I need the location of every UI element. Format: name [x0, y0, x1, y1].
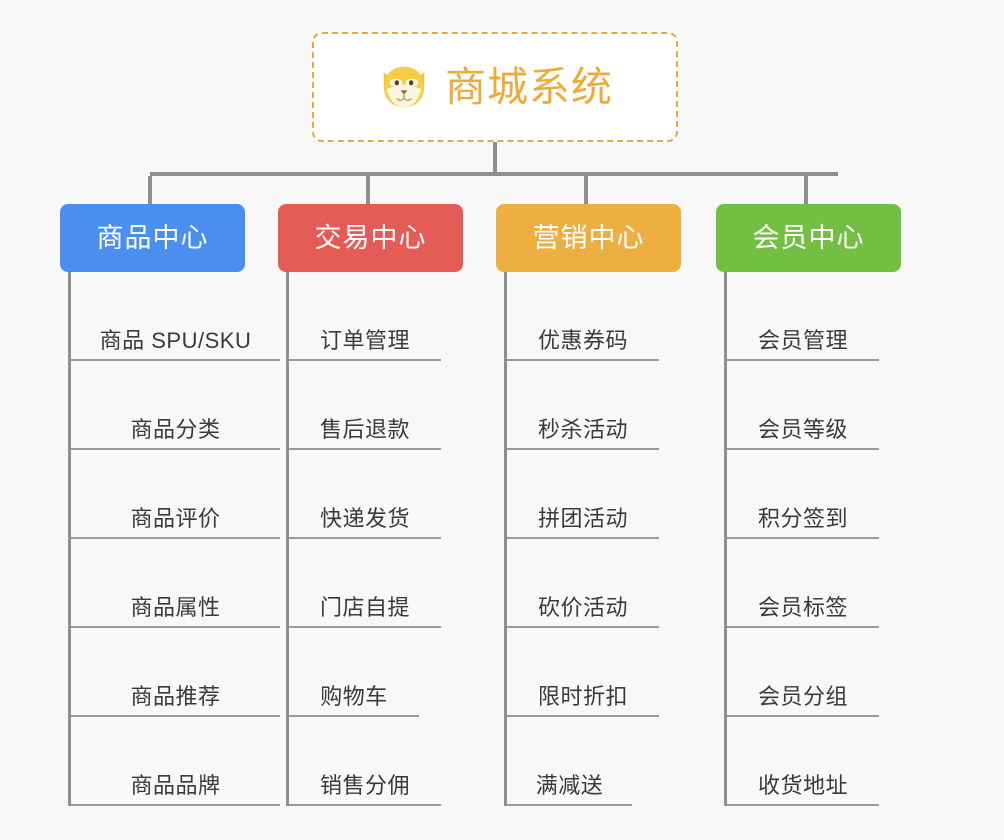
leaf-item[interactable]: 快递发货: [289, 450, 441, 539]
leaf-item[interactable]: 订单管理: [289, 272, 441, 361]
leaf-item[interactable]: 会员等级: [727, 361, 879, 450]
leaf-label: 购物车: [320, 683, 388, 709]
leaf-label: 满减送: [535, 772, 604, 798]
leaf-item[interactable]: 秒杀活动: [507, 361, 659, 450]
leaf-item[interactable]: 售后退款: [289, 361, 441, 450]
leaf-label: 商品属性: [130, 594, 221, 620]
leaf-label: 商品分类: [130, 416, 221, 442]
leaf-list-member-center: 会员管理 会员等级 积分签到 会员标签 会员分组 收货地址: [724, 272, 879, 806]
leaf-label: 秒杀活动: [537, 416, 628, 442]
leaf-item[interactable]: 拼团活动: [507, 450, 659, 539]
leaf-label: 售后退款: [319, 416, 410, 442]
leaf-label: 快递发货: [319, 505, 410, 531]
category-header-marketing-center[interactable]: 营销中心: [496, 204, 681, 272]
leaf-item[interactable]: 优惠券码: [507, 272, 659, 361]
leaf-item[interactable]: 会员分组: [727, 628, 879, 717]
leaf-item[interactable]: 商品分类: [71, 361, 280, 450]
leaf-item[interactable]: 会员标签: [727, 539, 879, 628]
leaf-list-product-center: 商品 SPU/SKU 商品分类 商品评价 商品属性 商品推荐 商品品牌: [68, 272, 280, 806]
leaf-item[interactable]: 商品属性: [71, 539, 280, 628]
root-node-title: 商城系统: [445, 63, 613, 110]
connector-horizontal-bus: [150, 172, 838, 176]
category-label: 商品中心: [96, 222, 209, 253]
leaf-item[interactable]: 收货地址: [727, 717, 879, 806]
connector-drop-3: [584, 176, 588, 206]
leaf-list-trade-center: 订单管理 售后退款 快递发货 门店自提 购物车 销售分佣: [286, 272, 441, 806]
leaf-item[interactable]: 商品评价: [71, 450, 280, 539]
leaf-item[interactable]: 砍价活动: [507, 539, 659, 628]
leaf-item[interactable]: 商品推荐: [71, 628, 280, 717]
leaf-label: 商品品牌: [130, 772, 221, 798]
category-label: 交易中心: [314, 222, 427, 253]
leaf-item[interactable]: 限时折扣: [507, 628, 659, 717]
connector-drop-2: [366, 176, 370, 206]
leaf-item[interactable]: 销售分佣: [289, 717, 441, 806]
leaf-label: 会员管理: [757, 327, 848, 353]
leaf-label: 门店自提: [319, 594, 410, 620]
leaf-label: 会员等级: [757, 416, 848, 442]
leaf-label: 优惠券码: [537, 327, 628, 353]
category-header-trade-center[interactable]: 交易中心: [278, 204, 463, 272]
leaf-label: 订单管理: [319, 327, 410, 353]
category-label: 会员中心: [752, 222, 865, 253]
leaf-label: 会员分组: [757, 683, 848, 709]
connector-drop-1: [148, 176, 152, 206]
leaf-list-marketing-center: 优惠券码 秒杀活动 拼团活动 砍价活动 限时折扣 满减送: [504, 272, 659, 806]
category-label: 营销中心: [532, 222, 645, 253]
leaf-label: 会员标签: [757, 594, 848, 620]
leaf-item[interactable]: 满减送: [507, 717, 632, 806]
leaf-item[interactable]: 购物车: [289, 628, 419, 717]
leaf-label: 收货地址: [757, 772, 848, 798]
leaf-label: 拼团活动: [537, 505, 628, 531]
category-header-member-center[interactable]: 会员中心: [716, 204, 901, 272]
leaf-label: 商品推荐: [130, 683, 221, 709]
leaf-item[interactable]: 商品 SPU/SKU: [71, 272, 280, 361]
shiba-dog-face-icon: [383, 66, 425, 108]
leaf-label: 砍价活动: [537, 594, 628, 620]
leaf-item[interactable]: 积分签到: [727, 450, 879, 539]
root-node-mall-system[interactable]: 商城系统: [312, 32, 678, 142]
leaf-label: 积分签到: [757, 505, 848, 531]
leaf-item[interactable]: 门店自提: [289, 539, 441, 628]
category-header-product-center[interactable]: 商品中心: [60, 204, 245, 272]
leaf-item[interactable]: 商品品牌: [71, 717, 280, 806]
leaf-item[interactable]: 会员管理: [727, 272, 879, 361]
leaf-label: 商品评价: [130, 505, 221, 531]
leaf-label: 商品 SPU/SKU: [99, 327, 252, 353]
leaf-label: 销售分佣: [319, 772, 410, 798]
connector-drop-4: [804, 176, 808, 206]
leaf-label: 限时折扣: [537, 683, 628, 709]
connector-root-stem: [493, 142, 497, 176]
